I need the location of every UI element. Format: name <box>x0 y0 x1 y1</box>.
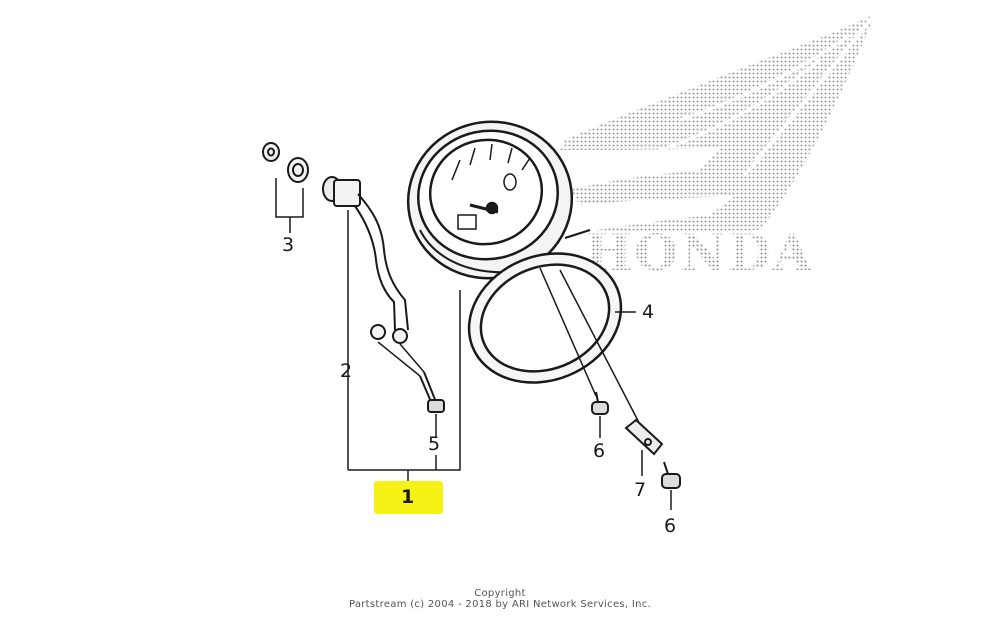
callout-6-upper[interactable]: 6 <box>593 440 606 462</box>
part-5-screw <box>377 341 445 438</box>
part-3-grommets <box>262 142 309 233</box>
callout-7[interactable]: 7 <box>634 479 647 501</box>
callout-6-lower[interactable]: 6 <box>664 515 677 537</box>
assembly-bracket-1 <box>348 290 461 471</box>
part-6-bolt-upper <box>591 391 609 438</box>
callout-4[interactable]: 4 <box>642 301 655 323</box>
honda-wing-logo <box>560 12 877 232</box>
callout-2[interactable]: 2 <box>340 360 353 382</box>
callout-1-highlight <box>374 481 443 514</box>
honda-wordmark: HONDA <box>585 223 814 282</box>
part-7-bracket <box>624 418 664 476</box>
callout-5[interactable]: 5 <box>428 433 441 455</box>
copyright-line-1: Copyright <box>474 588 526 599</box>
part-2-wire-socket <box>322 176 409 470</box>
callout-3[interactable]: 3 <box>282 234 295 256</box>
callout-1[interactable]: 1 <box>401 486 415 508</box>
speedometer-gauge <box>406 120 574 280</box>
part-4-case <box>467 229 649 441</box>
part-6-bolt-lower <box>661 461 681 510</box>
copyright-line-2: Partstream (c) 2004 - 2018 by ARI Networ… <box>348 599 652 610</box>
